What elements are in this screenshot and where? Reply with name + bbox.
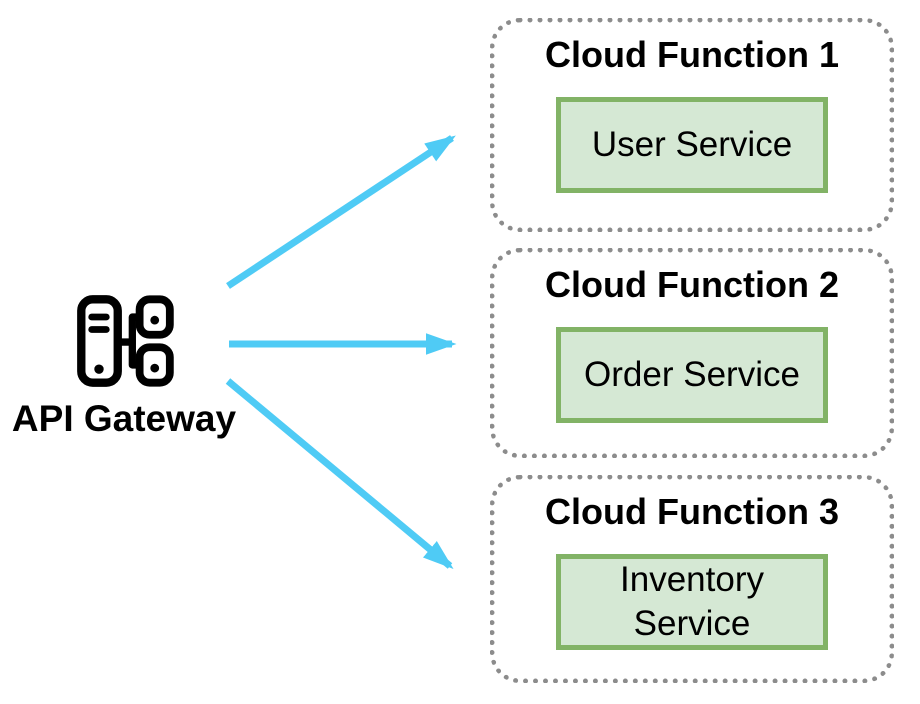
inventory-service-label: Inventory Service <box>620 560 764 643</box>
inventory-service-box: Inventory Service <box>556 554 828 650</box>
api-gateway-label: API Gateway <box>11 398 237 439</box>
cloud-function-1-title: Cloud Function 1 <box>545 34 839 75</box>
arrow-gateway-to-function-1 <box>226 135 456 289</box>
api-gateway-node: API Gateway <box>8 294 240 440</box>
api-gateway-icon <box>77 295 174 387</box>
user-service-box: User Service <box>556 97 828 193</box>
cloud-function-2-title: Cloud Function 2 <box>545 264 839 305</box>
cloud-function-2-node: Cloud Function 2 Order Service <box>490 248 894 458</box>
arrow-gateway-to-function-3 <box>225 378 454 569</box>
cloud-function-1-node: Cloud Function 1 User Service <box>490 18 894 232</box>
cloud-function-3-title: Cloud Function 3 <box>545 491 839 532</box>
cloud-function-3-node: Cloud Function 3 Inventory Service <box>490 475 894 683</box>
user-service-label: User Service <box>591 125 793 164</box>
order-service-label: Order Service <box>584 355 800 394</box>
order-service-box: Order Service <box>556 327 828 423</box>
